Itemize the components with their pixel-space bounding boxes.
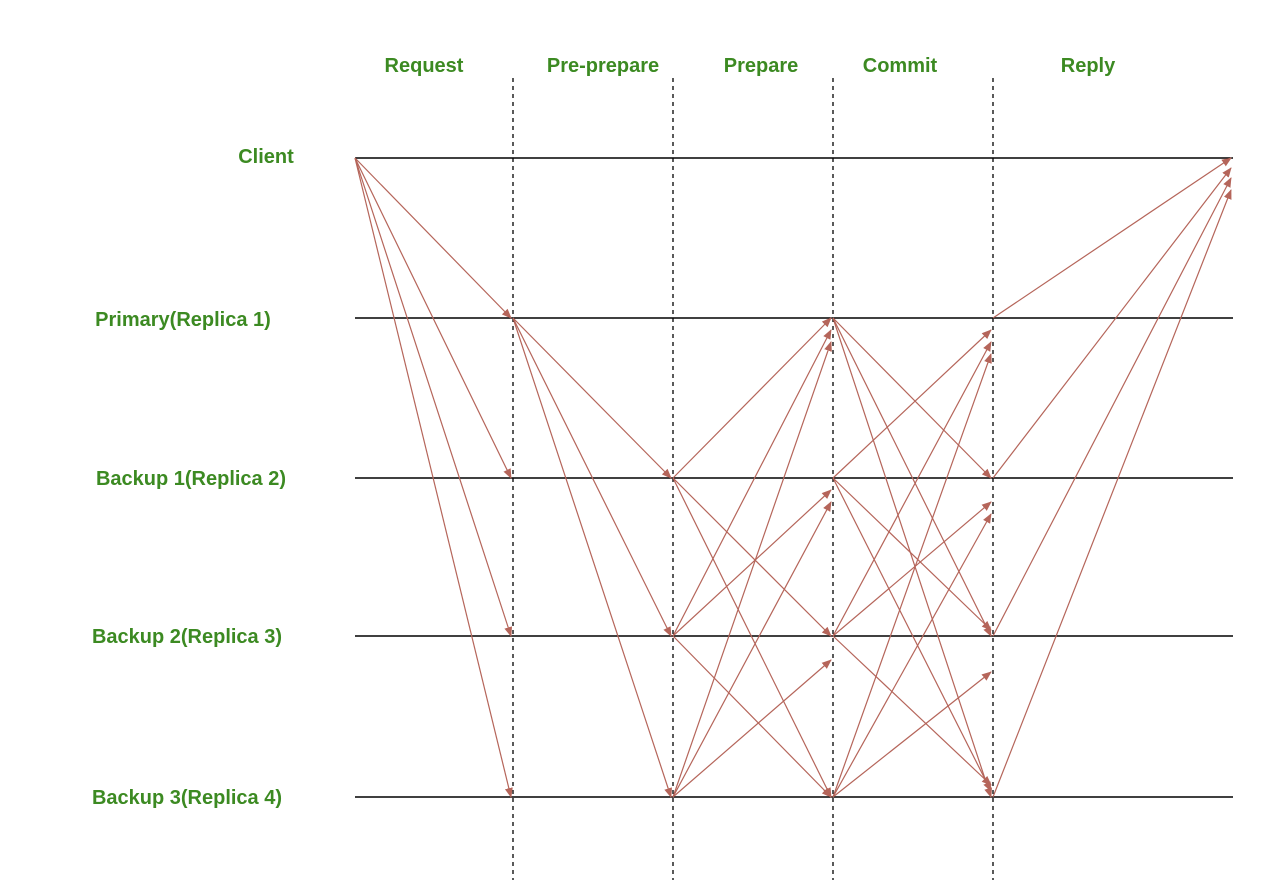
node-label-backup3: Backup 3(Replica 4): [92, 787, 282, 809]
node-label-backup2: Backup 2(Replica 3): [92, 626, 282, 648]
node-labels: Client Primary(Replica 1) Backup 1(Repli…: [92, 146, 294, 809]
message-arrow-prepare-backup2-to-backup1: [672, 489, 832, 637]
message-arrow-request-client-to-backup1: [354, 157, 512, 479]
node-label-primary: Primary(Replica 1): [95, 309, 271, 331]
message-arrow-commit-primary-to-backup1: [832, 317, 992, 479]
message-arrow-commit-primary-to-backup3: [832, 317, 992, 798]
message-arrow-reply-backup1-to-client: [992, 167, 1232, 479]
node-label-client: Client: [238, 146, 294, 168]
message-arrow-commit-primary-to-backup2: [832, 317, 992, 637]
phase-label-commit: Commit: [863, 55, 938, 77]
phase-labels: Request Pre-prepare Prepare Commit Reply: [385, 55, 1117, 77]
message-arrow-prepare-backup3-to-backup2: [672, 659, 832, 798]
message-arrow-commit-backup3-to-backup2: [832, 671, 992, 798]
message-arrows: [354, 157, 1232, 798]
node-label-backup1: Backup 1(Replica 2): [96, 468, 286, 490]
message-arrow-pre-prepare-primary-to-backup1: [512, 317, 672, 479]
message-arrow-request-client-to-primary: [354, 157, 512, 319]
phase-dividers: [512, 78, 994, 880]
message-arrow-prepare-backup1-to-backup3: [672, 477, 832, 798]
message-arrow-reply-backup3-to-client: [992, 189, 1232, 798]
message-arrow-commit-backup2-to-primary: [832, 341, 992, 637]
message-arrow-reply-backup2-to-client: [992, 177, 1232, 637]
message-arrow-prepare-backup1-to-backup2: [672, 477, 832, 637]
node-timelines: [355, 157, 1233, 798]
message-arrow-commit-backup3-to-backup1: [832, 513, 992, 798]
message-arrow-pre-prepare-primary-to-backup2: [512, 317, 672, 637]
message-arrow-prepare-backup3-to-backup1: [672, 501, 832, 798]
phase-label-prepare: Prepare: [724, 55, 799, 77]
message-arrow-prepare-backup2-to-primary: [672, 329, 832, 637]
message-arrow-commit-backup1-to-backup2: [832, 477, 992, 631]
message-arrow-commit-backup2-to-backup1: [832, 501, 992, 637]
message-arrow-request-client-to-backup3: [354, 157, 513, 798]
message-arrow-pre-prepare-primary-to-backup3: [512, 317, 672, 798]
message-arrow-prepare-backup2-to-backup3: [672, 635, 832, 798]
phase-label-pre-prepare: Pre-prepare: [547, 55, 659, 77]
message-arrow-request-client-to-backup2: [354, 157, 513, 637]
message-arrow-prepare-backup1-to-primary: [672, 317, 832, 479]
message-arrow-commit-backup1-to-primary: [832, 329, 992, 479]
message-arrow-commit-backup1-to-backup3: [832, 477, 992, 792]
message-arrow-commit-backup3-to-primary: [832, 353, 992, 798]
message-arrow-prepare-backup3-to-primary: [672, 341, 832, 798]
message-arrow-commit-backup2-to-backup3: [832, 635, 992, 786]
phase-label-reply: Reply: [1061, 55, 1116, 77]
message-arrow-reply-primary-to-client: [992, 157, 1232, 319]
phase-label-request: Request: [385, 55, 464, 77]
